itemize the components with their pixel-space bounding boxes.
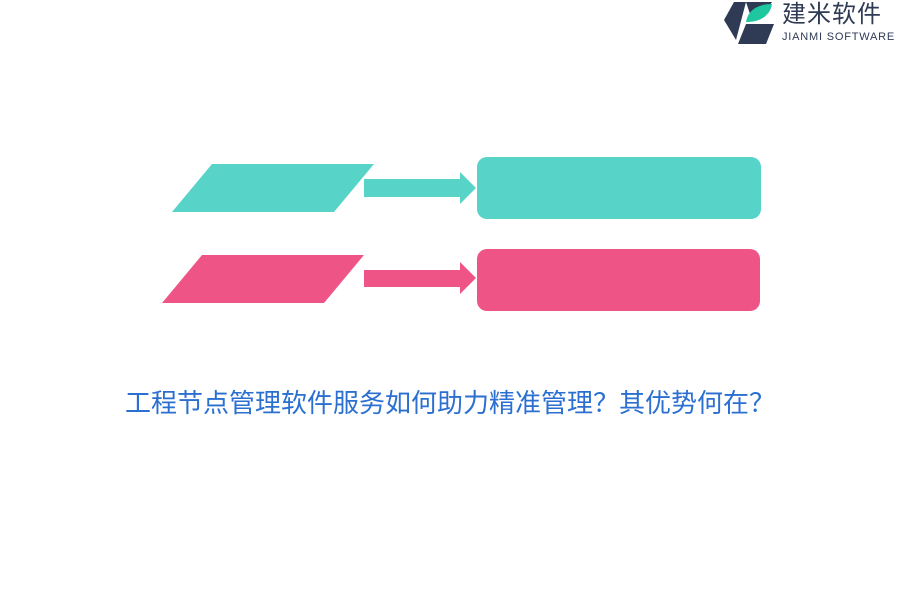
teal-box [477, 157, 761, 219]
pink-parallelogram [162, 255, 364, 303]
logo-name-en: JIANMI SOFTWARE [782, 31, 896, 43]
brand-logo: 建米软件 JIANMI SOFTWARE [724, 0, 900, 48]
pink-arrow [364, 262, 476, 294]
logo-name-cn: 建米软件 [782, 0, 882, 28]
page-headline: 工程节点管理软件服务如何助力精准管理？其优势何在？ [124, 389, 775, 419]
pink-box [477, 249, 760, 311]
teal-arrow [364, 172, 476, 204]
teal-parallelogram [172, 164, 374, 212]
logo-mark-icon [724, 2, 774, 44]
